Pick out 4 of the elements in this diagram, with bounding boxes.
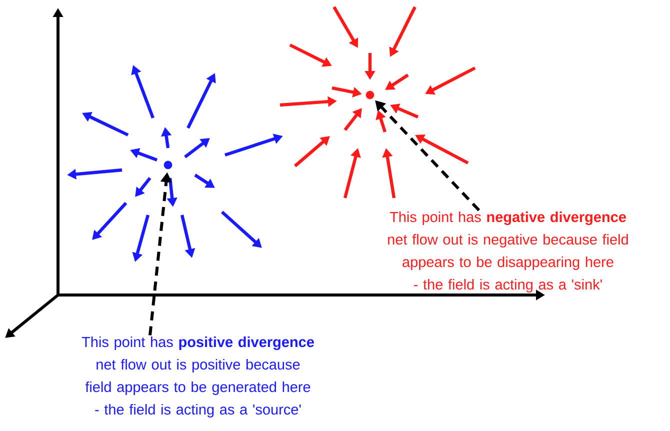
point-dot [366, 90, 374, 100]
annotation-text: This point has positive divergence net flow out is positive because field appears to be generated here - the field is acting as a 'source' [82, 336, 314, 418]
point-dot [164, 160, 172, 170]
annotation-text: This point has negative divergence net flow out is negative because field appears to be disappearing here - the field is acting as a 'sink' [388, 211, 628, 292]
